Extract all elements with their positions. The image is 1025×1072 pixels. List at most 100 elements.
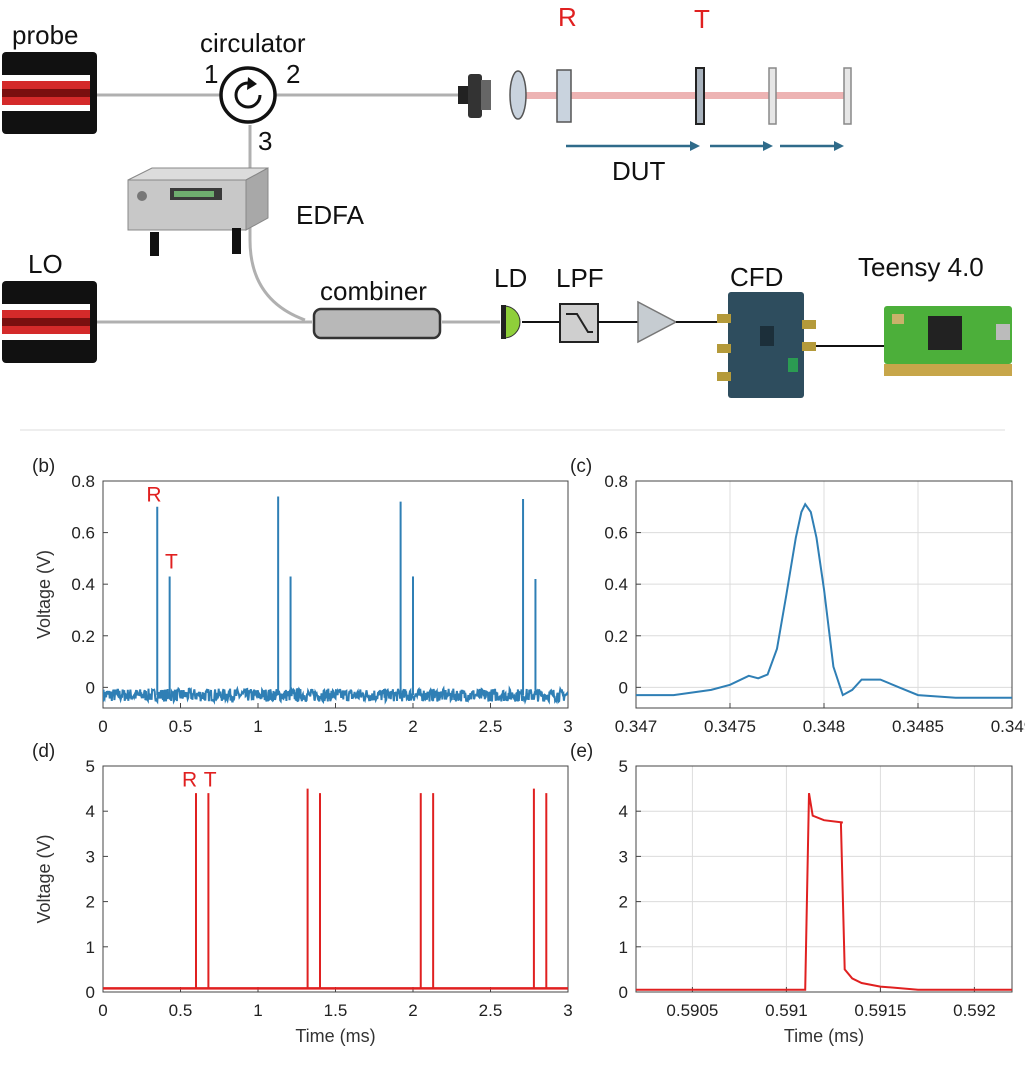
target-position-3-icon <box>843 67 852 125</box>
y-tick-label: 4 <box>619 802 628 821</box>
teensy-board-icon <box>884 306 1012 376</box>
x-axis-label: Time (ms) <box>295 1026 375 1046</box>
x-tick-label: 0.5 <box>169 1001 193 1020</box>
circulator-label: circulator <box>200 28 306 58</box>
teensy-label: Teensy 4.0 <box>858 252 984 282</box>
x-tick-label: 2 <box>408 1001 417 1020</box>
y-tick-label: 1 <box>619 938 628 957</box>
circulator-icon <box>219 66 277 124</box>
x-tick-label: 0 <box>98 717 107 736</box>
y-tick-label: 5 <box>619 757 628 776</box>
y-axis-label: Voltage (V) <box>34 834 54 923</box>
r-label: R <box>558 2 577 32</box>
y-tick-label: 0.8 <box>71 472 95 491</box>
target-position-2-icon <box>768 67 777 125</box>
combiner-icon <box>312 307 442 340</box>
dut-label: DUT <box>612 156 666 186</box>
x-tick-label: 2.5 <box>479 1001 503 1020</box>
panel-label: (e) <box>570 741 593 762</box>
y-tick-label: 0.8 <box>604 472 628 491</box>
x-tick-label: 0.348 <box>803 717 846 736</box>
y-tick-label: 0 <box>86 678 95 697</box>
collimator-icon <box>458 74 491 118</box>
axes-box <box>102 480 569 709</box>
data-trace <box>636 502 1012 699</box>
y-tick-label: 0 <box>619 678 628 697</box>
y-tick-label: 0.4 <box>604 575 628 594</box>
noise-baseline <box>103 685 568 705</box>
x-tick-label: 3 <box>563 717 572 736</box>
y-tick-label: 2 <box>86 893 95 912</box>
setup-schematic: probe LO circulator 1 2 3 R <box>2 2 1012 398</box>
lo-label: LO <box>28 249 63 279</box>
cfd-board-icon <box>717 292 816 398</box>
annotation-r: R <box>182 768 197 791</box>
panel-label: (b) <box>32 456 55 477</box>
lpf-label: LPF <box>556 263 604 293</box>
data-trace <box>636 792 1012 991</box>
t-label: T <box>694 4 710 34</box>
y-tick-label: 2 <box>619 893 628 912</box>
x-tick-label: 2.5 <box>479 717 503 736</box>
lens-icon <box>509 70 527 120</box>
x-axis-label: Time (ms) <box>784 1026 864 1046</box>
annotation-t: T <box>204 768 217 791</box>
y-tick-label: 0.6 <box>71 524 95 543</box>
x-tick-label: 3 <box>563 1001 572 1020</box>
lo-laser <box>2 281 97 363</box>
combiner-label: combiner <box>320 276 427 306</box>
panel-c-chart: (c) 0.347 0.3475 0.348 0.3485 0.349 0 0.2 0.4 0.6… <box>570 456 1025 736</box>
annotation-t: T <box>165 551 178 574</box>
y-tick-label: 0.6 <box>604 524 628 543</box>
y-tick-label: 0.2 <box>71 627 95 646</box>
reference-mirror-icon <box>556 69 572 123</box>
x-tick-label: 1 <box>253 1001 262 1020</box>
x-tick-label: 0.5 <box>169 717 193 736</box>
x-tick-label: 0 <box>98 1001 107 1020</box>
lpf-icon <box>559 303 599 343</box>
port3-label: 3 <box>258 126 272 156</box>
amplifier-icon <box>637 300 678 344</box>
panel-label: (c) <box>570 456 592 477</box>
x-tick-label: 2 <box>408 717 417 736</box>
y-tick-label: 5 <box>86 757 95 776</box>
edfa-label: EDFA <box>296 200 365 230</box>
target-mirror-icon <box>695 67 705 125</box>
ld-icon <box>501 305 521 339</box>
y-tick-label: 3 <box>86 847 95 866</box>
port3-fiber <box>248 125 306 322</box>
ld-label: LD <box>494 263 527 293</box>
y-axis-label: Voltage (V) <box>34 550 54 639</box>
y-tick-label: 0 <box>619 983 628 1002</box>
x-tick-label: 0.591 <box>765 1001 808 1020</box>
x-tick-label: 1.5 <box>324 1001 348 1020</box>
x-tick-label: 0.347 <box>615 717 658 736</box>
y-tick-label: 3 <box>619 847 628 866</box>
panel-label: (d) <box>32 741 55 762</box>
x-tick-label: 0.3485 <box>892 717 944 736</box>
probe-label: probe <box>12 20 79 50</box>
probe-laser <box>2 52 97 134</box>
port1-label: 1 <box>204 59 218 89</box>
x-tick-label: 0.5915 <box>854 1001 906 1020</box>
axes-box <box>635 765 1013 993</box>
axes-box <box>102 765 569 993</box>
free-space-beam <box>515 92 851 99</box>
x-tick-label: 0.3475 <box>704 717 756 736</box>
y-tick-label: 0 <box>86 983 95 1002</box>
x-tick-label: 0.349 <box>991 717 1025 736</box>
annotation-r: R <box>146 484 161 507</box>
y-tick-label: 0.2 <box>604 627 628 646</box>
x-tick-label: 0.5905 <box>666 1001 718 1020</box>
y-tick-label: 4 <box>86 802 95 821</box>
x-tick-label: 1.5 <box>324 717 348 736</box>
dut-arrows <box>566 141 844 151</box>
x-tick-label: 0.592 <box>953 1001 996 1020</box>
edfa-icon <box>127 167 269 256</box>
y-tick-label: 1 <box>86 938 95 957</box>
y-tick-label: 0.4 <box>71 575 95 594</box>
x-tick-label: 1 <box>253 717 262 736</box>
